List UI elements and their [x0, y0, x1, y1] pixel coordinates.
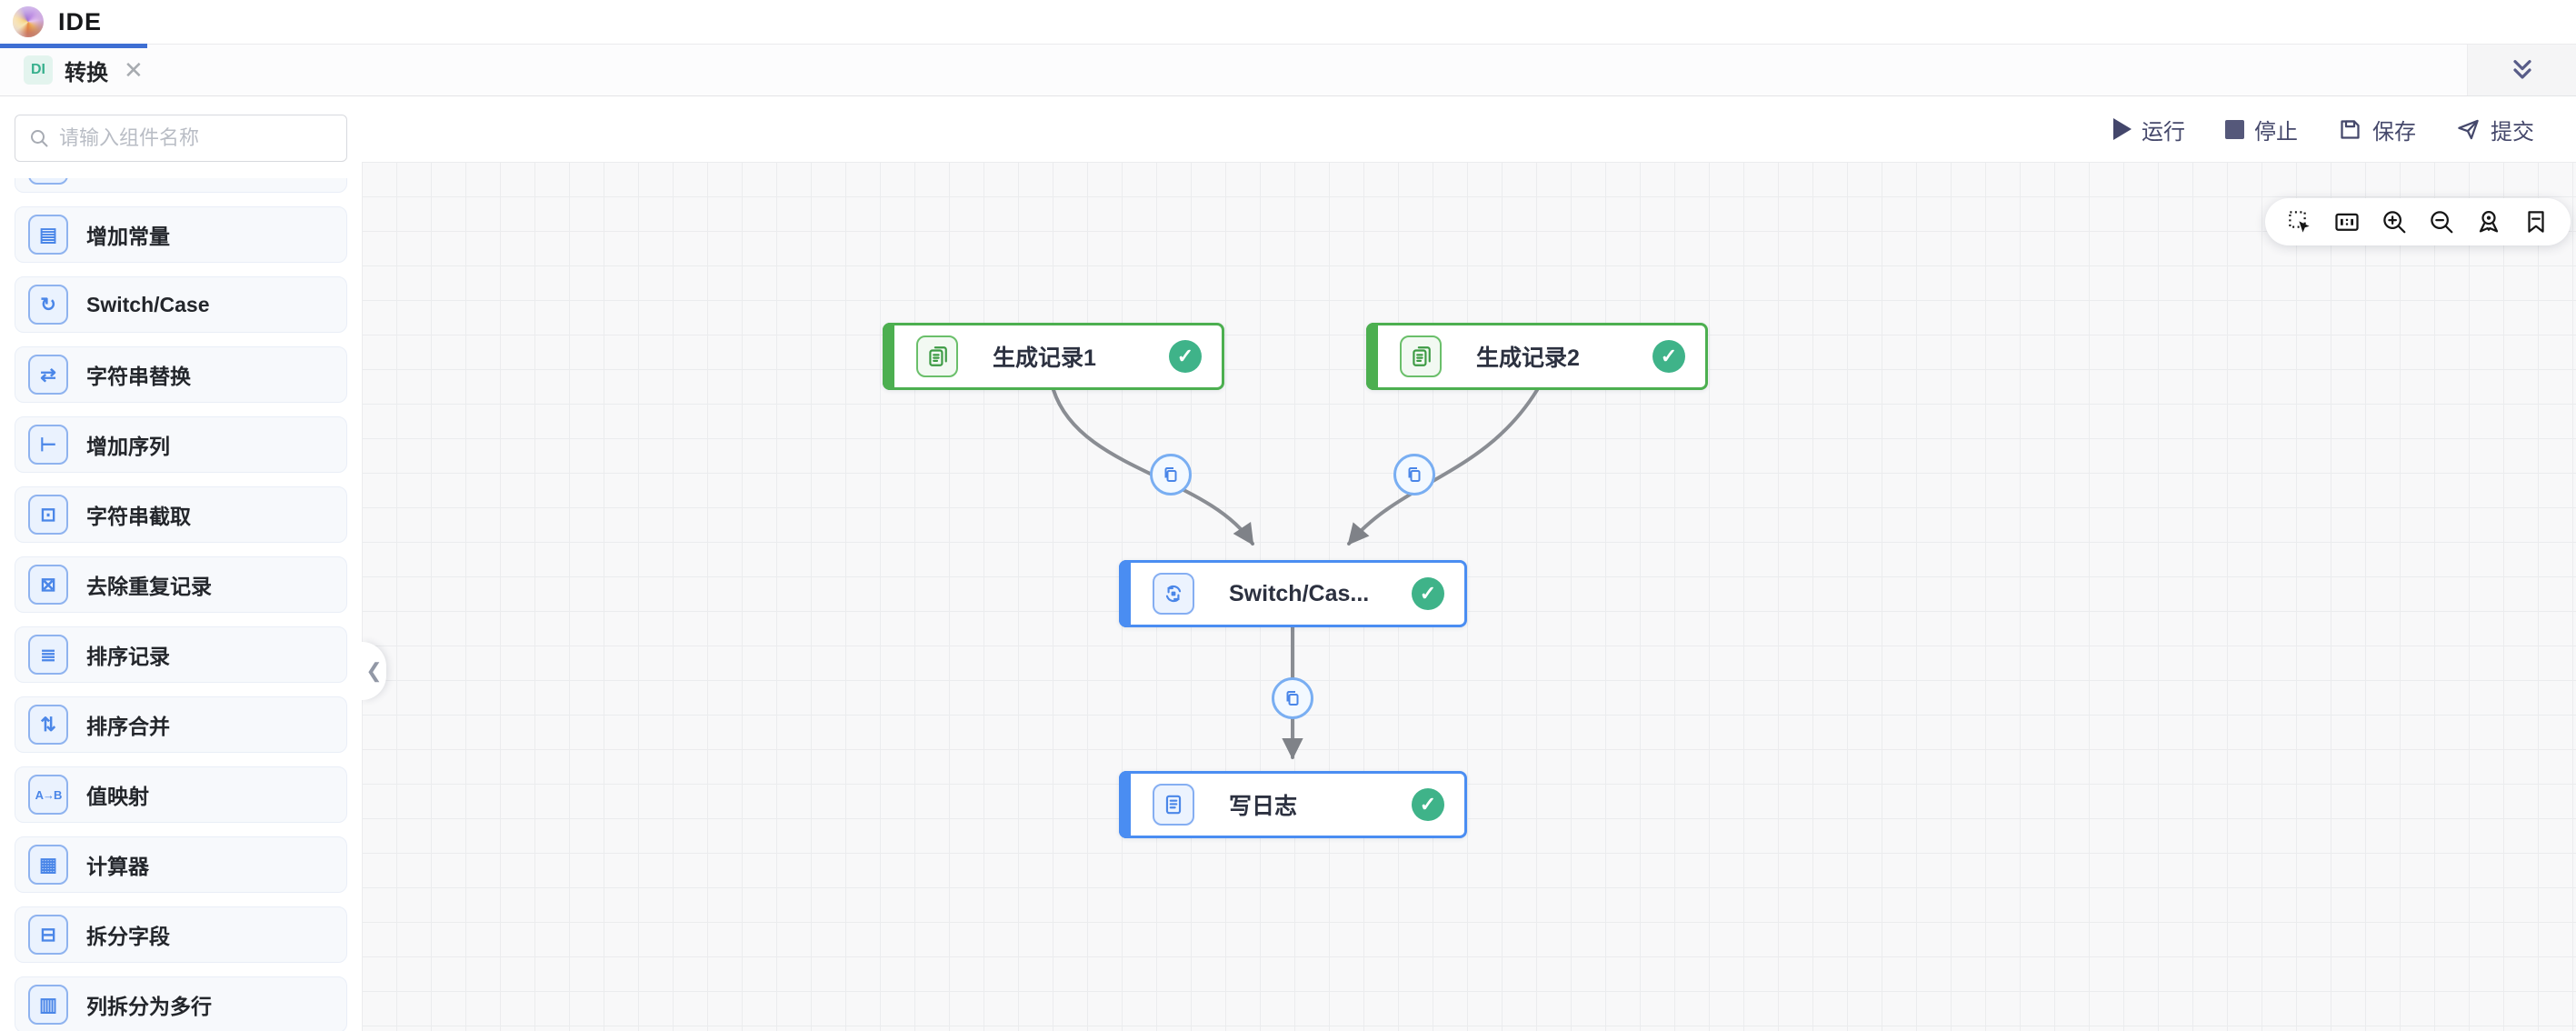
main-area: ▤ ▤ 增加常量 ↻ Switch/Case ⇄ 字符串替换 ⊢ 增加序列: [0, 96, 2576, 1031]
flow-edges: [1052, 388, 1539, 760]
generate-records-icon: [1400, 335, 1442, 377]
node-label: 写日志: [1229, 794, 1298, 819]
generate-records-icon: [916, 335, 958, 377]
copy-icon: [1286, 691, 1299, 706]
node-generate-records-1[interactable]: 生成记录1 ✓: [883, 323, 1224, 390]
edge-gen2-to-switch: [1347, 388, 1539, 546]
copy-icon: [1164, 467, 1177, 482]
node-label: Switch/Cas...: [1229, 580, 1370, 606]
edge-copy-badge[interactable]: [1150, 454, 1192, 495]
sidebar-item-sort-merge[interactable]: ⇅ 排序合并: [15, 696, 347, 753]
sidebar-item-column-to-rows[interactable]: ▥ 列拆分为多行: [15, 976, 347, 1031]
sidebar-item-calculator[interactable]: ▦ 计算器: [15, 836, 347, 893]
copy-icon: [1408, 467, 1421, 482]
node-accent-bar: [1119, 771, 1131, 838]
string-cut-icon: ⊡: [28, 495, 68, 535]
sidebar-item-string-replace[interactable]: ⇄ 字符串替换: [15, 346, 347, 403]
node-switch-case[interactable]: Switch/Cas... ✓: [1119, 560, 1467, 627]
marquee-select-icon[interactable]: [2276, 198, 2323, 245]
floppy-icon: [2341, 119, 2360, 139]
switch-case-icon: [1153, 573, 1194, 615]
sidebar-item-dedupe-records[interactable]: ⊠ 去除重复记录: [15, 556, 347, 613]
node-generate-records-2[interactable]: 生成记录2 ✓: [1366, 323, 1708, 390]
node-accent-bar: [1366, 323, 1378, 390]
switch-case-icon: ↻: [28, 285, 68, 325]
component-sidebar: ▤ ▤ 增加常量 ↻ Switch/Case ⇄ 字符串替换 ⊢ 增加序列: [0, 96, 362, 1031]
search-icon: [31, 130, 48, 147]
string-replace-icon: ⇄: [28, 355, 68, 395]
play-icon: [2113, 118, 2132, 140]
action-bar: 运行 停止 保存 提交: [362, 96, 2576, 162]
zoom-out-icon[interactable]: [2418, 198, 2465, 245]
success-check-icon: ✓: [1169, 340, 1202, 373]
success-check-icon: ✓: [1412, 788, 1444, 821]
component-search[interactable]: [15, 115, 347, 162]
search-input[interactable]: [59, 126, 334, 150]
canvas-toolbar: [2265, 198, 2571, 245]
app-logo: [13, 6, 44, 37]
stop-icon: [2225, 119, 2244, 139]
zoom-in-icon[interactable]: [2371, 198, 2418, 245]
sidebar-item-add-sequence[interactable]: ⊢ 增加序列: [15, 416, 347, 473]
edge-copy-badge[interactable]: [1393, 454, 1435, 495]
close-icon[interactable]: ✕: [124, 56, 144, 84]
calculator-icon: ▦: [28, 845, 68, 885]
save-button[interactable]: 保存: [2338, 114, 2416, 145]
tab-bar: DI 转换 ✕: [0, 44, 2576, 96]
success-check-icon: ✓: [1412, 577, 1444, 610]
locate-icon[interactable]: [2465, 198, 2512, 245]
flow-canvas[interactable]: 生成记录1 ✓ 生成记录2 ✓: [362, 162, 2576, 1031]
ratio-1-1-icon[interactable]: [2323, 198, 2371, 245]
sidebar-item-string-cut[interactable]: ⊡ 字符串截取: [15, 486, 347, 543]
dedupe-icon: ⊠: [28, 565, 68, 605]
sidebar-item-switch-case[interactable]: ↻ Switch/Case: [15, 276, 347, 333]
add-constant-icon: ▤: [28, 215, 68, 255]
bookmark-icon[interactable]: [2512, 198, 2560, 245]
list-item[interactable]: ▤: [15, 178, 347, 193]
tab-label: 转换: [65, 60, 108, 85]
add-sequence-icon: ⊢: [28, 425, 68, 465]
split-field-icon: ⊟: [28, 915, 68, 955]
write-log-icon: [1153, 784, 1194, 826]
component-icon: ▤: [28, 178, 68, 185]
chevron-left-icon: ❮: [365, 659, 383, 682]
column-to-rows-icon: ▥: [28, 985, 68, 1025]
sidebar-item-sort-records[interactable]: ≣ 排序记录: [15, 626, 347, 683]
app-title: IDE: [58, 7, 103, 35]
node-label: 生成记录1: [993, 345, 1096, 371]
node-label: 生成记录2: [1476, 345, 1580, 371]
paper-plane-icon: [2458, 119, 2479, 139]
component-list: ▤ ▤ 增加常量 ↻ Switch/Case ⇄ 字符串替换 ⊢ 增加序列: [0, 178, 362, 1031]
success-check-icon: ✓: [1652, 340, 1685, 373]
sort-records-icon: ≣: [28, 635, 68, 675]
node-accent-bar: [883, 323, 894, 390]
value-map-icon: A→B: [28, 775, 68, 815]
tab-transform[interactable]: DI 转换 ✕: [24, 55, 144, 86]
submit-button[interactable]: 提交: [2456, 114, 2534, 145]
workspace: 运行 停止 保存 提交: [362, 96, 2576, 1031]
node-accent-bar: [1119, 560, 1131, 627]
sidebar-item-split-field[interactable]: ⊟ 拆分字段: [15, 906, 347, 963]
stop-button[interactable]: 停止: [2225, 114, 2298, 145]
active-tab-indicator: [0, 44, 147, 48]
run-button[interactable]: 运行: [2113, 114, 2185, 145]
sidebar-item-value-map[interactable]: A→B 值映射: [15, 766, 347, 823]
double-chevron-down-icon[interactable]: [2467, 45, 2576, 95]
app-header: IDE: [0, 0, 2576, 44]
sort-merge-icon: ⇅: [28, 705, 68, 745]
node-write-log[interactable]: 写日志 ✓: [1119, 771, 1467, 838]
di-badge: DI: [24, 55, 53, 85]
edge-copy-badge[interactable]: [1272, 677, 1313, 719]
sidebar-item-add-constant[interactable]: ▤ 增加常量: [15, 206, 347, 263]
edge-gen1-to-switch: [1052, 388, 1254, 546]
